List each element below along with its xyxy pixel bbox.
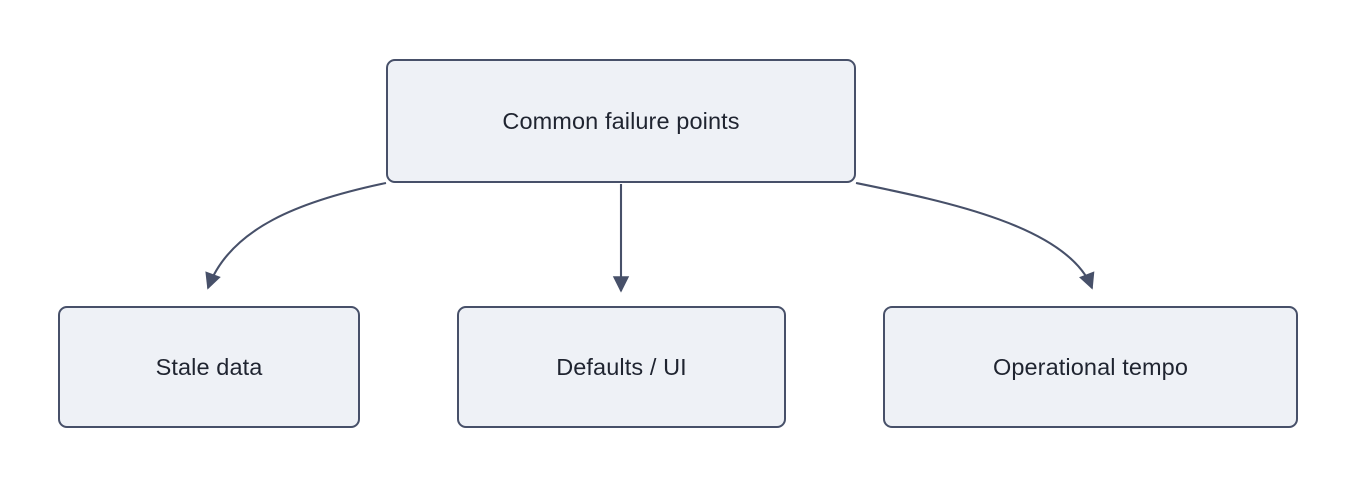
node-common-failure-points[interactable]: Common failure points	[386, 59, 856, 183]
node-stale-data[interactable]: Stale data	[58, 306, 360, 428]
edge-root-to-stale-data	[205, 181, 387, 290]
node-label: Defaults / UI	[556, 353, 687, 380]
edge-root-to-operational-tempo	[855, 181, 1095, 290]
node-defaults-ui[interactable]: Defaults / UI	[457, 306, 786, 428]
node-label: Common failure points	[502, 107, 740, 134]
node-operational-tempo[interactable]: Operational tempo	[883, 306, 1298, 428]
node-label: Stale data	[155, 353, 263, 380]
node-label: Operational tempo	[992, 353, 1189, 380]
